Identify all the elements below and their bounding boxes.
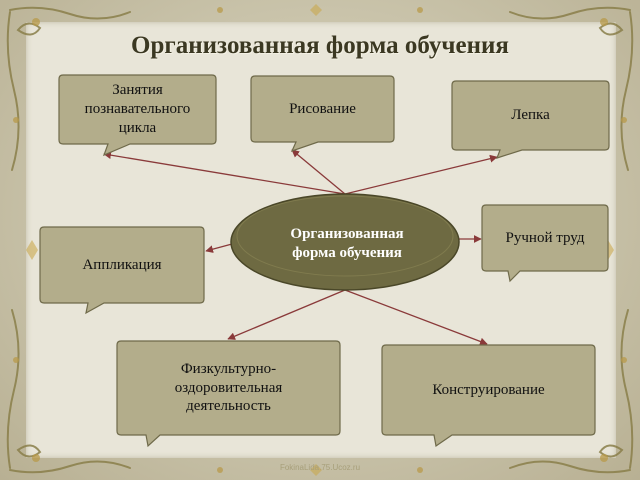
arrow-to-applikatsiya xyxy=(205,243,233,253)
arrow-to-risovanie xyxy=(291,149,346,195)
center-label-line2: форма обучения xyxy=(292,245,402,261)
node-fizkultura-line3: деятельность xyxy=(186,398,271,415)
node-ruchnoy-trud: Ручной труд xyxy=(482,205,608,271)
slide-title: Организованная форма обучения xyxy=(131,32,509,59)
center-label-line1: Организованная xyxy=(290,226,404,243)
node-applikatsiya: Аппликация xyxy=(40,227,204,303)
node-risovanie-line1: Рисование xyxy=(289,100,356,117)
arrow-to-fizkultura xyxy=(227,289,346,340)
arrow-to-lepka xyxy=(344,154,498,195)
node-lepka: Лепка xyxy=(452,81,609,150)
node-konstruirovanie: Конструирование xyxy=(382,345,595,435)
node-konstruirovanie-line1: Конструирование xyxy=(432,381,545,398)
node-fizkultura: Физкультурно- оздоровительная деятельнос… xyxy=(117,341,340,435)
node-fizkultura-line2: оздоровительная xyxy=(174,379,283,396)
node-zanyatiya-line3: цикла xyxy=(118,119,157,136)
node-zanyatiya-line1: Занятия xyxy=(112,82,163,99)
node-zanyatiya-line2: познавательного xyxy=(84,101,191,118)
node-zanyatiya: Занятия познавательного цикла xyxy=(59,76,216,143)
node-applikatsiya-line1: Аппликация xyxy=(82,256,162,273)
arrow-to-konstruirovanie xyxy=(344,289,488,346)
node-fizkultura-line1: Физкультурно- xyxy=(180,360,277,377)
node-risovanie: Рисование xyxy=(251,76,394,142)
watermark-text: FokinaLida.75.Ucoz.ru xyxy=(279,463,361,472)
center-label: Организованная форма обучения xyxy=(236,216,458,272)
arrow-to-zanyatiya xyxy=(103,151,346,195)
node-lepka-line1: Лепка xyxy=(511,107,550,124)
node-ruchnoy-trud-line1: Ручной труд xyxy=(505,229,585,246)
